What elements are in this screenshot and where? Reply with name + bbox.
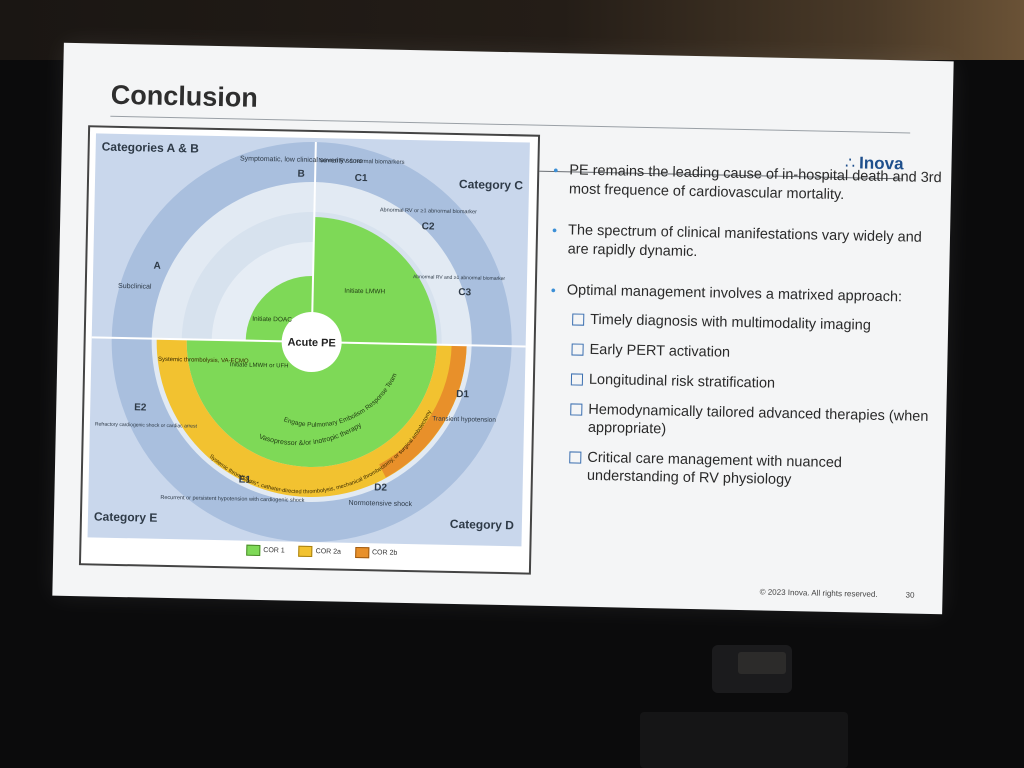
sub-bullet-text: Early PERT activation	[589, 341, 731, 361]
ring-ecmo-label: Systemic thrombolysis, VA-ECMO	[158, 357, 249, 365]
segment-c3-desc: Abnormal RV and ≥1 abnormal biomarker	[413, 274, 506, 282]
segment-b-label: B	[297, 169, 304, 180]
segment-c2-label: C2	[422, 221, 435, 232]
projector-lens-housing	[738, 652, 786, 674]
lmwh-green-sector	[311, 217, 437, 345]
sub-bullet-item: Critical care management with nuanced un…	[547, 448, 938, 492]
segment-e2-label: E2	[134, 402, 147, 413]
slide-footer: © 2023 Inova. All rights reserved. 30	[760, 587, 915, 599]
checkbox-square-icon	[572, 313, 585, 326]
cor2a-band	[156, 338, 467, 497]
bullet-text: The spectrum of clinical manifestations …	[567, 222, 922, 261]
sub-bullet-text: Longitudinal risk stratification	[588, 371, 776, 392]
segment-d1-label: D1	[456, 389, 469, 400]
diagram-svg: Acute PE B Symptomatic, low clinical sev…	[87, 133, 530, 547]
segment-a-label: A	[153, 261, 160, 272]
category-d-label: Category D	[449, 516, 515, 533]
ring-doac-label: Initiate DOAC	[252, 316, 292, 324]
bullet-item: • Optimal management involves a matrixed …	[551, 281, 941, 308]
copyright-text: © 2023 Inova. All rights reserved.	[759, 587, 878, 599]
category-e-label: Category E	[93, 509, 158, 525]
segment-b-desc: Symptomatic, low clinical severity score	[240, 155, 363, 165]
sub-bullet-item: Timely diagnosis with multimodality imag…	[550, 310, 940, 336]
segment-c1-desc: Normal RV & normal biomarkers	[318, 158, 404, 166]
bullet-dot-icon: •	[553, 162, 559, 179]
segment-e1-desc: Recurrent or persistent hypotension with…	[160, 495, 304, 504]
bullet-list: • PE remains the leading cause of in-hosp…	[547, 161, 944, 504]
projector-base	[640, 712, 848, 768]
legend-swatch	[298, 545, 313, 558]
bullet-dot-icon: •	[551, 222, 558, 239]
category-c-label: Category C	[458, 177, 524, 193]
sub-bullet-item: Early PERT activation	[549, 340, 939, 366]
sub-bullet-text: Timely diagnosis with multimodality imag…	[590, 311, 872, 334]
segment-e2-desc: Refractory cardiogenic shock or cardiac …	[95, 421, 198, 429]
segment-a-desc: Subclinical	[118, 283, 152, 291]
bullet-text: PE remains the leading cause of in-hospi…	[568, 162, 942, 204]
checkbox-square-icon	[570, 403, 583, 416]
legend-swatch	[246, 544, 261, 556]
legend-label: COR 1	[263, 547, 285, 555]
vertical-divider	[310, 142, 317, 343]
projection-screen: Conclusion ∴ Inova Acute PE	[52, 42, 954, 615]
sub-bullet-item: Longitudinal risk stratification	[549, 370, 939, 396]
pe-category-diagram: Acute PE B Symptomatic, low clinical sev…	[78, 125, 541, 575]
bullet-text: Optimal management involves a matrixed a…	[566, 282, 903, 306]
ring-lmwh-ufh-label: Initiate LMWH or UFH	[230, 362, 289, 369]
sub-bullet-text: Critical care management with nuanced un…	[586, 449, 843, 489]
sub-bullet-item: Hemodynamically tailored advanced therap…	[548, 400, 939, 444]
slide-title: Conclusion	[110, 79, 259, 113]
center-label: Acute PE	[287, 336, 336, 349]
checkbox-square-icon	[570, 373, 584, 386]
ring-lmwh-label: Initiate LMWH	[344, 288, 385, 296]
checkbox-square-icon	[569, 451, 582, 464]
page-number: 30	[905, 590, 915, 600]
segment-e1-label: E1	[239, 474, 252, 485]
segment-d2-desc: Normotensive shock	[349, 500, 413, 508]
legend-label: COR 2b	[371, 549, 398, 557]
segment-c3-label: C3	[458, 287, 471, 298]
segment-c1-label: C1	[355, 173, 368, 184]
bullet-dot-icon: •	[550, 281, 556, 299]
legend-item-cor1: COR 1	[246, 544, 285, 557]
legend-item-cor2b: COR 2b	[354, 546, 398, 559]
category-ab-label: Categories A & B	[101, 139, 199, 156]
legend-swatch	[354, 546, 370, 559]
checkbox-square-icon	[571, 343, 584, 356]
legend-label: COR 2a	[315, 548, 342, 556]
bullet-item: • The spectrum of clinical manifestations…	[551, 221, 942, 267]
bullet-item: • PE remains the leading cause of in-hosp…	[553, 161, 944, 207]
lower-green-sector	[186, 339, 437, 467]
legend-item-cor2a: COR 2a	[298, 545, 342, 558]
center-circle	[281, 311, 342, 372]
sub-bullet-text: Hemodynamically tailored advanced therap…	[587, 401, 929, 438]
segment-d2-label: D2	[374, 482, 387, 493]
segment-c2-desc: Abnormal RV or ≥1 abnormal biomarker	[380, 207, 477, 215]
segment-d1-desc: Transient hypotension	[432, 416, 496, 424]
cor2b-band	[379, 344, 467, 478]
